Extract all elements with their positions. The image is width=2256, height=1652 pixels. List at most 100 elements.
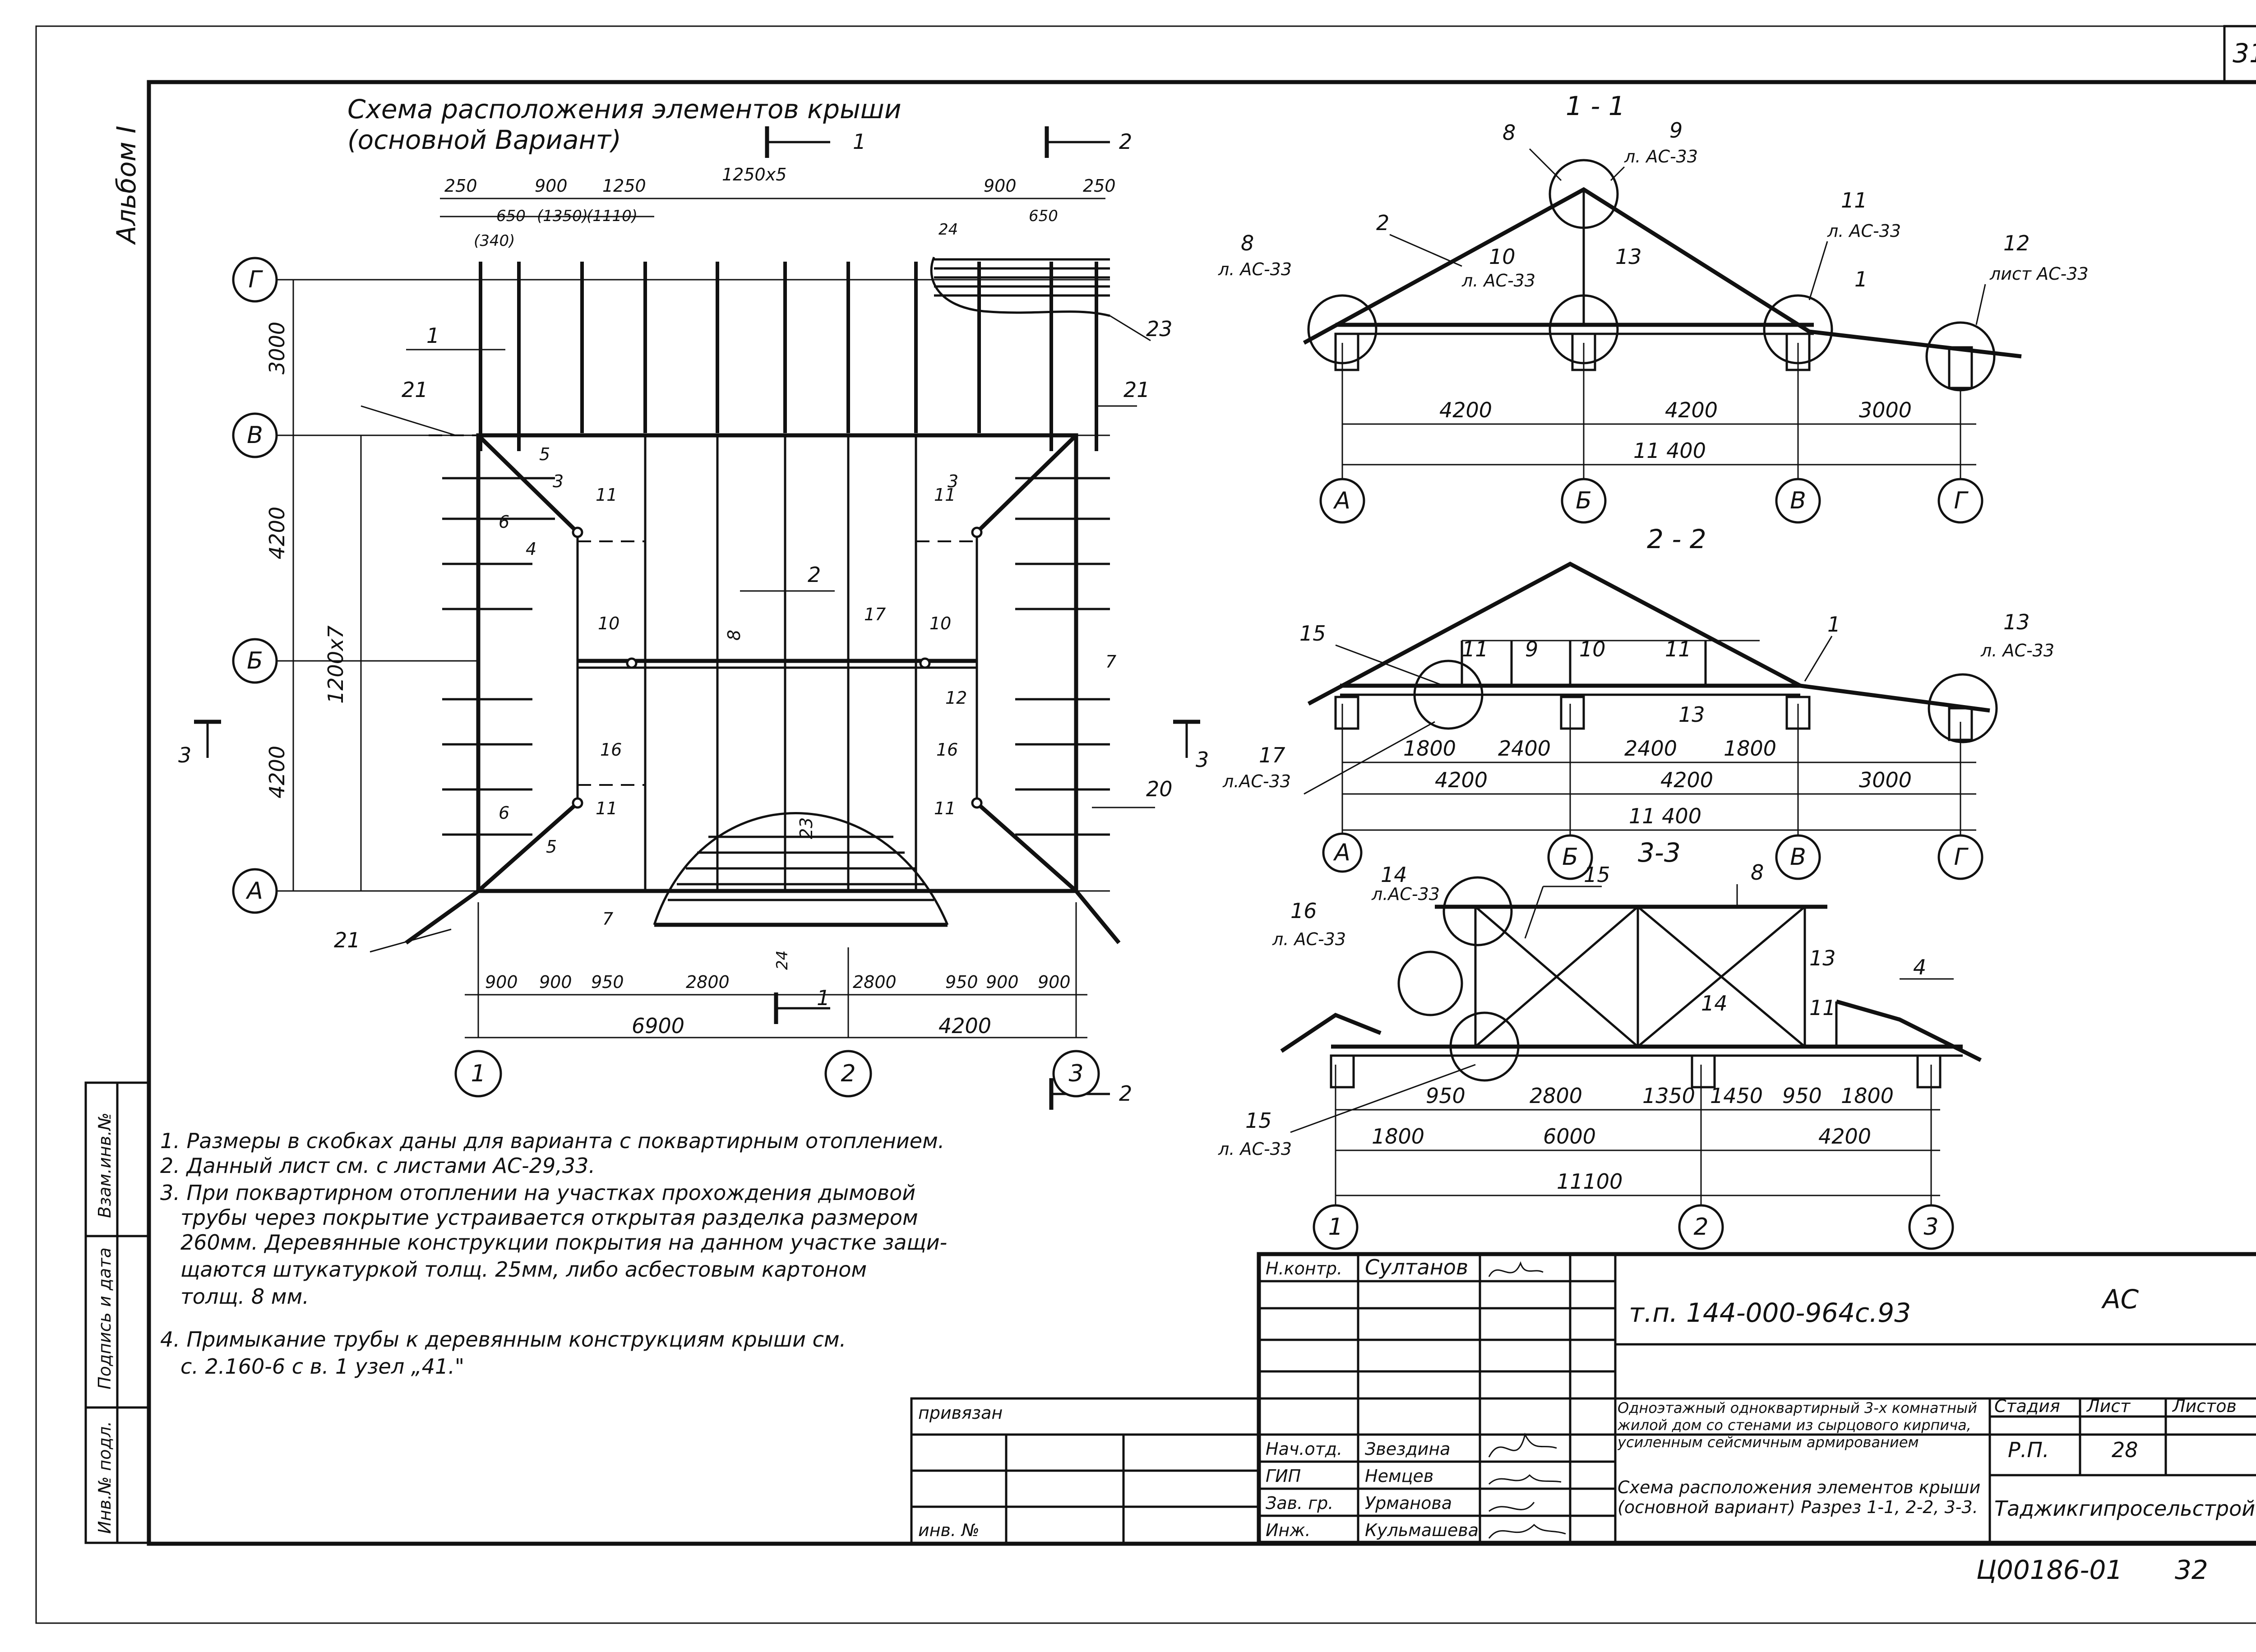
svg-text:3: 3 bbox=[1923, 1214, 1938, 1241]
svg-text:3: 3 bbox=[1196, 748, 1209, 772]
svg-text:8: 8 bbox=[1241, 231, 1254, 255]
svg-text:21: 21 bbox=[402, 378, 428, 402]
rafters-middle bbox=[644, 435, 917, 891]
plan-callouts: 1 2 3 3 4 5 5 6 6 7 7 8 10 10 11 11 11 1… bbox=[334, 315, 1173, 953]
svg-text:3: 3 bbox=[553, 471, 564, 491]
svg-text:3000: 3000 bbox=[265, 322, 289, 374]
svg-text:8: 8 bbox=[724, 630, 744, 641]
svg-text:15: 15 bbox=[1245, 1108, 1272, 1133]
s22-axis-G: Г bbox=[1937, 834, 1983, 880]
svg-text:1250: 1250 bbox=[602, 176, 646, 196]
sheets-label: Листов bbox=[2172, 1396, 2237, 1416]
svg-text:А: А bbox=[1333, 487, 1350, 514]
svg-text:11: 11 bbox=[1809, 996, 1836, 1020]
svg-text:4200: 4200 bbox=[1665, 398, 1718, 422]
svg-text:9: 9 bbox=[1669, 118, 1683, 143]
note-line: щаются штукатуркой толщ. 25мм, либо асбе… bbox=[180, 1257, 867, 1282]
svg-text:6000: 6000 bbox=[1543, 1124, 1596, 1149]
hip-outline bbox=[476, 433, 1078, 893]
svg-text:10: 10 bbox=[1489, 245, 1516, 269]
svg-text:4200: 4200 bbox=[1435, 768, 1488, 792]
svg-text:11 400: 11 400 bbox=[1633, 438, 1706, 463]
svg-text:3000: 3000 bbox=[1859, 398, 1912, 422]
svg-text:11: 11 bbox=[1462, 637, 1489, 661]
svg-text:А: А bbox=[245, 877, 263, 904]
n-kontr-role: Н.контр. bbox=[1266, 1259, 1342, 1278]
svg-text:Б: Б bbox=[1576, 487, 1592, 514]
s33-axis-2: 2 bbox=[1678, 1204, 1724, 1250]
svg-text:В: В bbox=[1790, 487, 1806, 514]
svg-text:1800: 1800 bbox=[1372, 1124, 1424, 1149]
plan-left-dimensions: 3000 4200 4200 1200х7 bbox=[265, 280, 362, 891]
svg-text:900: 900 bbox=[539, 972, 572, 992]
svg-text:900: 900 bbox=[984, 176, 1017, 196]
svg-text:24: 24 bbox=[773, 951, 791, 970]
section-2-2: 2 - 2 1800 2400 2400 1800 4200 4200 3000… bbox=[1222, 524, 2054, 880]
svg-text:1800: 1800 bbox=[1403, 736, 1456, 761]
svg-text:л.АС-33: л.АС-33 bbox=[1222, 771, 1291, 791]
svg-text:1: 1 bbox=[1328, 1214, 1343, 1241]
svg-text:11: 11 bbox=[934, 485, 956, 505]
staff-role: Инж. bbox=[1266, 1520, 1311, 1540]
svg-text:15: 15 bbox=[1299, 621, 1326, 646]
svg-text:л.АС-33: л.АС-33 bbox=[1371, 884, 1440, 904]
s11-axis-G: Г bbox=[1937, 478, 1983, 524]
svg-text:1: 1 bbox=[426, 323, 439, 348]
svg-text:7: 7 bbox=[602, 909, 613, 929]
svg-text:17: 17 bbox=[864, 605, 886, 624]
general-notes: 1. Размеры в скобках даны для варианта с… bbox=[160, 1129, 947, 1379]
svg-text:2: 2 bbox=[1119, 1081, 1132, 1106]
svg-text:1: 1 bbox=[471, 1060, 485, 1087]
svg-text:11: 11 bbox=[934, 798, 956, 818]
svg-text:12: 12 bbox=[945, 688, 967, 708]
project-code: т.п. 144-000-964с.93 bbox=[1629, 1297, 1911, 1328]
n-kontr-name: Султанов bbox=[1365, 1255, 1468, 1279]
svg-text:1800: 1800 bbox=[1724, 736, 1776, 761]
svg-text:л. АС-33: л. АС-33 bbox=[1624, 147, 1698, 166]
note-line: 1. Размеры в скобках даны для варианта с… bbox=[160, 1129, 944, 1153]
svg-text:2800: 2800 bbox=[1530, 1084, 1582, 1108]
note-line: 260мм. Деревянные конструкции покрытия н… bbox=[180, 1230, 947, 1255]
staff-role: Зав. гр. bbox=[1266, 1493, 1333, 1513]
svg-text:1: 1 bbox=[853, 129, 866, 154]
svg-text:8: 8 bbox=[1502, 120, 1516, 145]
plan-axis-3: 3 bbox=[1052, 1050, 1100, 1098]
note-line: толщ. 8 мм. bbox=[180, 1284, 309, 1309]
staff-name: Звездина bbox=[1365, 1439, 1450, 1459]
svg-text:2800: 2800 bbox=[686, 972, 730, 992]
svg-text:5: 5 bbox=[546, 837, 557, 857]
svg-text:Подпись и дата: Подпись и дата bbox=[95, 1247, 115, 1389]
svg-text:16: 16 bbox=[936, 740, 958, 760]
svg-text:14: 14 bbox=[1381, 863, 1407, 887]
svg-text:2800: 2800 bbox=[853, 972, 897, 992]
svg-text:4200: 4200 bbox=[1439, 398, 1492, 422]
svg-text:1: 1 bbox=[1854, 267, 1868, 291]
svg-text:10: 10 bbox=[929, 614, 951, 633]
svg-text:1250х5: 1250х5 bbox=[722, 165, 786, 185]
svg-text:16: 16 bbox=[600, 740, 622, 760]
svg-text:Взам.инв.№: Взам.инв.№ bbox=[95, 1112, 115, 1218]
svg-text:4200: 4200 bbox=[938, 1014, 991, 1038]
svg-text:16: 16 bbox=[1290, 899, 1317, 923]
svg-text:23: 23 bbox=[796, 817, 816, 839]
svg-text:11: 11 bbox=[596, 485, 617, 505]
svg-text:10: 10 bbox=[1579, 637, 1606, 661]
svg-text:11: 11 bbox=[1665, 637, 1692, 661]
svg-text:3: 3 bbox=[178, 743, 191, 767]
project-description: Одноэтажный одноквартирный 3-х комнатный… bbox=[1618, 1399, 1978, 1451]
svg-text:11: 11 bbox=[1841, 188, 1868, 212]
plan-axis-A: А bbox=[232, 868, 278, 914]
svg-text:12: 12 bbox=[2003, 231, 2030, 255]
privyazan-label: привязан bbox=[918, 1403, 1003, 1423]
svg-text:900: 900 bbox=[535, 176, 568, 196]
staff-name: Урманова bbox=[1365, 1493, 1452, 1513]
plan-top-dimensions: 250 900 1250 1250х5 900 250 650 (1350) (… bbox=[440, 165, 1116, 250]
stage-value: Р.П. bbox=[2008, 1438, 2049, 1462]
plan-title-line2: (основной Вариант) bbox=[347, 125, 621, 155]
plan-axis-G: Г bbox=[232, 257, 278, 303]
sheet-frame bbox=[35, 25, 2256, 1624]
bottom-page: 32 bbox=[2175, 1555, 2208, 1585]
svg-text:3000: 3000 bbox=[1859, 768, 1912, 792]
svg-text:1350: 1350 bbox=[1642, 1084, 1695, 1108]
